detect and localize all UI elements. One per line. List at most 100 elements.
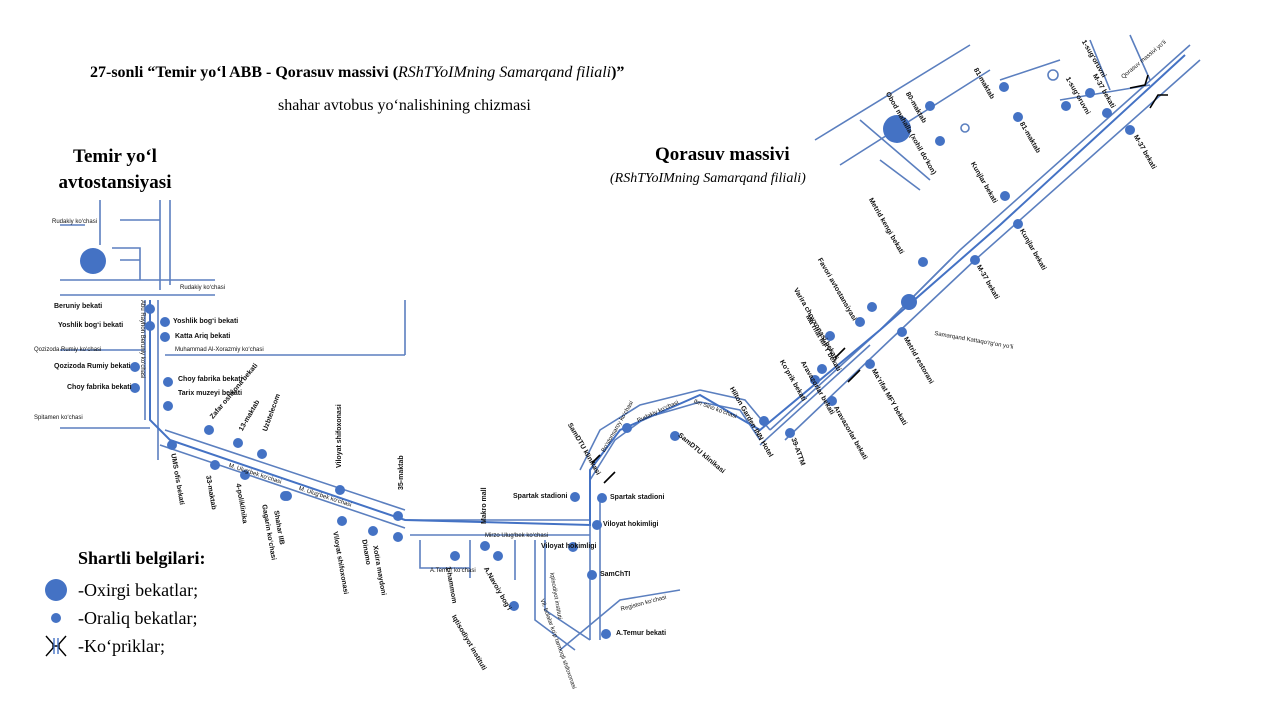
stop-dot xyxy=(160,317,170,327)
stop-dot xyxy=(280,491,290,501)
stop-dot xyxy=(257,449,267,459)
stop-dot xyxy=(167,440,177,450)
terminal-stops xyxy=(80,115,917,310)
road-lines xyxy=(60,34,1201,651)
stop-dot xyxy=(240,470,250,480)
street-label: Muhammad Al-Xorazmiy ko‘chasi xyxy=(175,347,264,353)
stop-label: Spartak stadioni xyxy=(610,494,665,501)
stop-dot xyxy=(855,317,865,327)
stop-label: Qozizoda Rumiy bekati xyxy=(54,363,131,370)
stop-label: Tarix muzeyi bekati xyxy=(178,390,243,397)
stop-dot xyxy=(810,375,820,385)
stop-dot xyxy=(827,396,837,406)
stop-label: Katta Ariq bekati xyxy=(175,333,231,340)
terminal-stop xyxy=(901,294,917,310)
stop-dot xyxy=(204,425,214,435)
stop-label: Choy fabrika bekati xyxy=(178,376,243,383)
street-label: Rudakiy ko‘chasi xyxy=(180,285,226,291)
stop-dot xyxy=(1013,219,1023,229)
stop-dot xyxy=(670,431,680,441)
stop-label: Beruniy bekati xyxy=(54,303,103,310)
legend-terminal-label: -Oxirgi bekatlar; xyxy=(78,579,199,600)
stop-dot xyxy=(587,570,597,580)
stop-label: SamChTI xyxy=(600,571,631,578)
bridge-icon xyxy=(45,635,67,657)
stop-dot xyxy=(1000,191,1010,201)
stop-label: Choy fabrika bekati xyxy=(67,384,132,391)
stop-label: Yoshlik bog‘i bekati xyxy=(58,322,124,329)
stop-dot xyxy=(970,255,980,265)
legend-bridge-row: -Ko‘priklar; xyxy=(36,634,165,658)
stop-dot xyxy=(1125,125,1135,135)
terminal-stop xyxy=(883,115,911,143)
stop-dot xyxy=(368,526,378,536)
legend-intermediate-row: -Oraliq bekatlar; xyxy=(36,606,197,630)
stop-dot xyxy=(160,332,170,342)
terminal-label-right: Qorasuv massivi xyxy=(655,144,790,165)
terminal-stop-icon xyxy=(45,579,67,601)
stop-dot xyxy=(210,460,220,470)
stop-dot xyxy=(918,257,928,267)
map-title: 27-sonli “Temir yo‘l ABB - Qorasuv massi… xyxy=(90,64,625,81)
intermediate-stop-icon xyxy=(51,613,61,623)
bridge-marks xyxy=(591,74,1168,484)
stop-dot xyxy=(1085,88,1095,98)
intermediate-stops xyxy=(130,82,1135,639)
stop-dot xyxy=(393,532,403,542)
route-line xyxy=(149,54,1186,527)
stop-dot xyxy=(493,551,503,561)
stop-dot xyxy=(570,492,580,502)
stop-dot xyxy=(897,327,907,337)
stop-label: A.Temur bekati xyxy=(616,630,667,637)
stop-dot xyxy=(817,364,827,374)
stop-label: Yoshlik bog‘i bekati xyxy=(173,318,239,325)
street-label: Qozizoda Rumiy ko‘chasi xyxy=(34,347,102,353)
stop-dot xyxy=(1102,108,1112,118)
stop-dot xyxy=(1061,101,1071,111)
stop-dot xyxy=(601,629,611,639)
stop-dot xyxy=(145,304,155,314)
stop-dot xyxy=(935,136,945,146)
stop-dot xyxy=(568,542,578,552)
stop-dot xyxy=(597,493,607,503)
stop-dot xyxy=(163,377,173,387)
terminal-label-right-sub: (RShTYoIMning Samarqand filiali) xyxy=(610,171,806,186)
stop-dot xyxy=(999,82,1009,92)
stop-dot xyxy=(450,551,460,561)
stop-dot xyxy=(233,438,243,448)
stop-dot xyxy=(163,401,173,411)
stop-label: Makro mall xyxy=(481,487,488,524)
map-subtitle: shahar avtobus yo‘nalishining chizmasi xyxy=(278,97,531,114)
stop-label: Viloyat shifoxonasi xyxy=(336,404,343,468)
legend-intermediate-label: -Oraliq bekatlar; xyxy=(78,607,198,628)
legend-terminal-row: -Oxirgi bekatlar; xyxy=(36,578,198,602)
street-label: Spitamen ko‘chasi xyxy=(34,415,83,421)
stop-dot xyxy=(759,416,769,426)
stop-label: Viloyat hokimligi xyxy=(541,543,597,550)
stop-dot xyxy=(130,383,140,393)
street-label: Mirzo Ulug‘bek ko‘chasi xyxy=(485,533,549,539)
terminal-stop xyxy=(80,248,106,274)
stop-dot xyxy=(130,362,140,372)
stop-dot xyxy=(1013,112,1023,122)
stop-label: 35-maktab xyxy=(398,455,405,490)
stop-dot xyxy=(925,101,935,111)
stop-dot xyxy=(825,331,835,341)
street-label: A.Temur ko‘chasi xyxy=(430,568,476,574)
stop-dot xyxy=(145,321,155,331)
street-label: Abu Rayhon Beruniy ko‘chasi xyxy=(139,300,145,379)
street-label: Rudakiy ko‘chasi xyxy=(52,219,98,225)
stop-dot xyxy=(592,520,602,530)
stop-dot xyxy=(335,485,345,495)
legend-bridge-label: -Ko‘priklar; xyxy=(78,635,165,656)
stop-dot xyxy=(337,516,347,526)
stop-dot xyxy=(865,359,875,369)
stop-dot xyxy=(480,541,490,551)
stop-dot xyxy=(509,601,519,611)
stop-dot xyxy=(867,302,877,312)
legend-title: Shartli belgilari: xyxy=(78,548,206,568)
stop-label: Spartak stadioni xyxy=(513,493,568,500)
stop-label: Viloyat hokimligi xyxy=(603,521,659,528)
stop-dot xyxy=(622,423,632,433)
